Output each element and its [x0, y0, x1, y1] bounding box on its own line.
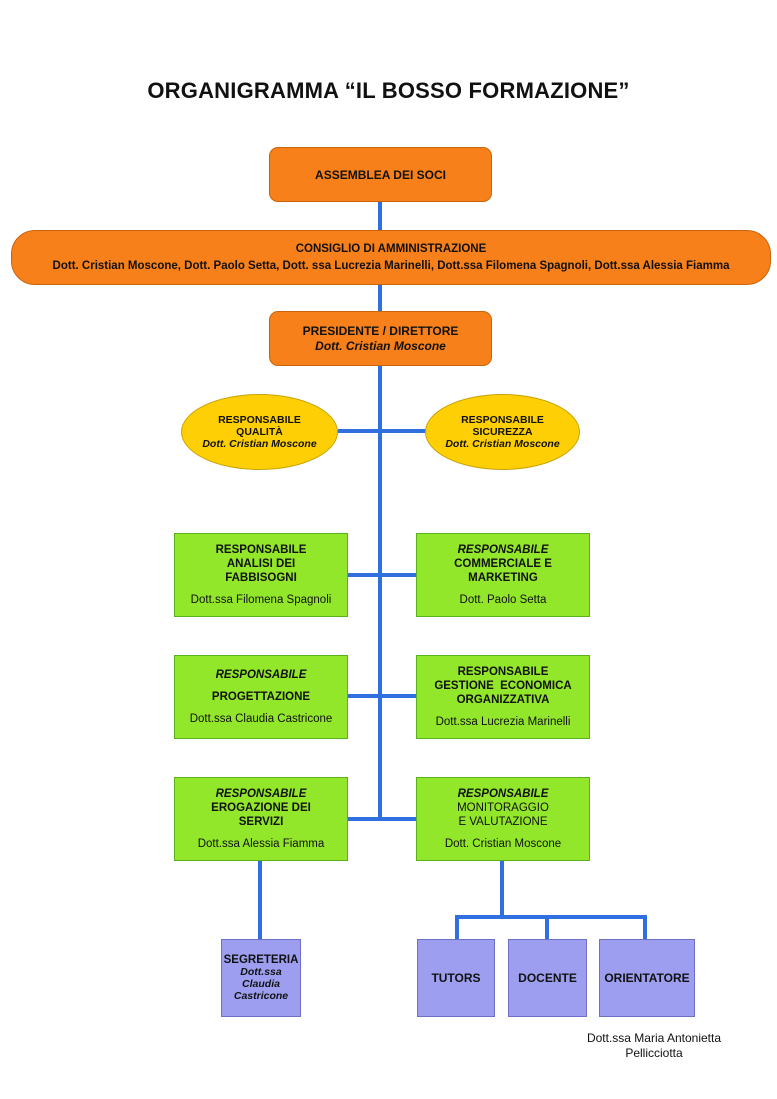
- resp-erogazione-box: RESPONSABILE EROGAZIONE DEI SERVIZI Dott…: [174, 777, 348, 861]
- segreteria-label: SEGRETERIA: [223, 954, 299, 966]
- resp-commerciale-name: Dott. Paolo Setta: [459, 594, 547, 606]
- resp-monitoraggio-line2: MONITORAGGIO: [457, 802, 549, 814]
- orientatore-box: ORIENTATORE: [599, 939, 695, 1017]
- tutors-box: TUTORS: [417, 939, 495, 1017]
- connector-bottom-horizontal: [455, 915, 647, 919]
- resp-analisi-line3: FABBISOGNI: [225, 572, 297, 584]
- docente-label: DOCENTE: [518, 971, 577, 985]
- consiglio-box: CONSIGLIO DI AMMINISTRAZIONE Dott. Crist…: [11, 230, 771, 285]
- connector-row2: [347, 694, 417, 698]
- resp-gestione-box: RESPONSABILE GESTIONE ECONOMICA ORGANIZZ…: [416, 655, 590, 739]
- connector-ellipses: [338, 429, 428, 433]
- resp-erogazione-line3: SERVIZI: [238, 816, 284, 828]
- orientatore-label: ORIENTATORE: [604, 971, 690, 985]
- resp-analisi-name: Dott.ssa Filomena Spagnoli: [190, 594, 332, 606]
- resp-analisi-line2: ANALISI DEI: [226, 558, 296, 570]
- resp-gestione-line1: RESPONSABILE: [457, 666, 549, 678]
- resp-sicurezza-ellipse: RESPONSABILE SICUREZZA Dott. Cristian Mo…: [425, 394, 580, 470]
- resp-progettazione-name: Dott.ssa Claudia Castricone: [189, 713, 333, 725]
- resp-commerciale-line1: RESPONSABILE: [457, 544, 549, 556]
- connector-row3: [347, 817, 417, 821]
- resp-monitoraggio-box: RESPONSABILE MONITORAGGIO E VALUTAZIONE …: [416, 777, 590, 861]
- segreteria-name2: Claudia: [242, 978, 280, 990]
- resp-analisi-box: RESPONSABILE ANALISI DEI FABBISOGNI Dott…: [174, 533, 348, 617]
- presidente-label: PRESIDENTE / DIRETTORE: [302, 323, 459, 338]
- tutors-label: TUTORS: [431, 971, 481, 985]
- resp-sicurezza-line1: RESPONSABILE: [461, 414, 544, 426]
- connector-tutors: [455, 915, 459, 940]
- resp-gestione-line2: GESTIONE ECONOMICA: [434, 680, 572, 692]
- resp-monitoraggio-line3: E VALUTAZIONE: [458, 816, 548, 828]
- consiglio-label: CONSIGLIO DI AMMINISTRAZIONE: [295, 242, 487, 255]
- segreteria-name3: Castricone: [233, 990, 289, 1002]
- presidente-box: PRESIDENTE / DIRETTORE Dott. Cristian Mo…: [269, 311, 492, 366]
- connector-docente: [545, 915, 549, 940]
- resp-progettazione-line2: PROGETTAZIONE: [211, 691, 311, 703]
- resp-progettazione-line1: RESPONSABILE: [215, 669, 307, 681]
- consiglio-members: Dott. Cristian Moscone, Dott. Paolo Sett…: [52, 259, 730, 272]
- resp-commerciale-box: RESPONSABILE COMMERCIALE E MARKETING Dot…: [416, 533, 590, 617]
- resp-gestione-line3: ORGANIZZATIVA: [456, 694, 550, 706]
- resp-qualita-line1: RESPONSABILE: [218, 414, 301, 426]
- resp-progettazione-box: RESPONSABILE PROGETTAZIONE Dott.ssa Clau…: [174, 655, 348, 739]
- page-title: ORGANIGRAMMA “IL BOSSO FORMAZIONE”: [147, 78, 630, 103]
- connector-orientatore: [643, 915, 647, 940]
- resp-commerciale-line2: COMMERCIALE E: [454, 558, 552, 570]
- connector-segreteria: [258, 860, 262, 940]
- resp-qualita-line2: QUALITÀ: [236, 426, 283, 438]
- segreteria-box: SEGRETERIA Dott.ssa Claudia Castricone: [221, 939, 301, 1017]
- connector-row1: [347, 573, 417, 577]
- resp-gestione-name: Dott.ssa Lucrezia Marinelli: [435, 716, 571, 728]
- resp-monitoraggio-line1: RESPONSABILE: [457, 788, 549, 800]
- resp-monitoraggio-name: Dott. Cristian Moscone: [444, 838, 562, 850]
- segreteria-name1: Dott.ssa: [240, 966, 282, 978]
- assemblea-label: ASSEMBLEA DEI SOCI: [315, 167, 446, 182]
- resp-analisi-line1: RESPONSABILE: [215, 544, 307, 556]
- presidente-name: Dott. Cristian Moscone: [315, 338, 446, 353]
- orientatore-note-line1: Dott.ssa Maria Antonietta: [586, 1031, 722, 1045]
- resp-erogazione-line2: EROGAZIONE DEI: [211, 802, 311, 814]
- assemblea-box: ASSEMBLEA DEI SOCI: [269, 147, 492, 202]
- connector-monitoraggio-down: [500, 860, 504, 917]
- resp-sicurezza-line2: SICUREZZA: [472, 426, 533, 438]
- resp-qualita-name: Dott. Cristian Moscone: [202, 438, 317, 450]
- orientatore-note-line2: Pellicciotta: [625, 1046, 683, 1060]
- docente-box: DOCENTE: [508, 939, 587, 1017]
- orientatore-note: Dott.ssa Maria Antonietta Pellicciotta: [565, 1031, 743, 1061]
- resp-erogazione-line1: RESPONSABILE: [215, 788, 307, 800]
- resp-sicurezza-name: Dott. Cristian Moscone: [445, 438, 560, 450]
- resp-qualita-ellipse: RESPONSABILE QUALITÀ Dott. Cristian Mosc…: [181, 394, 338, 470]
- connector-main-vertical: [378, 202, 382, 820]
- resp-erogazione-name: Dott.ssa Alessia Fiamma: [197, 838, 325, 850]
- resp-commerciale-line3: MARKETING: [468, 572, 538, 584]
